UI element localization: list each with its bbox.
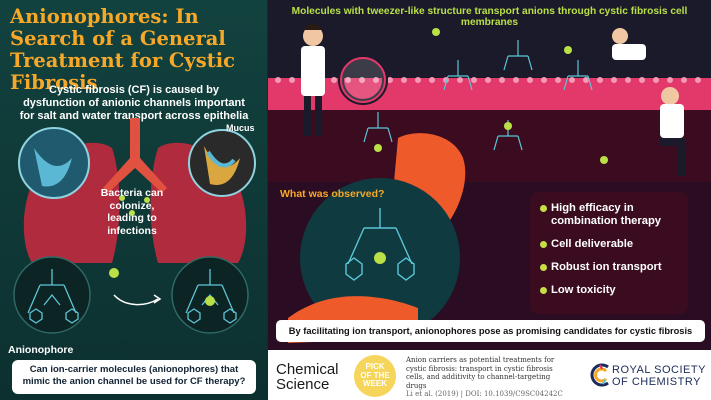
observed-heading: What was observed? (280, 188, 385, 200)
bullet-icon (540, 241, 547, 248)
scientist-left-illustration (301, 24, 325, 136)
molecule-structure-left (27, 269, 79, 324)
left-panel: Anionophores: In Search of a General Tre… (0, 0, 267, 400)
result-item: High efficacy in combination therapy (540, 202, 682, 228)
result-item: Low toxicity (540, 284, 682, 297)
membrane-scene: Molecules with tweezer-like structure tr… (268, 0, 711, 182)
anion-ions (374, 28, 608, 164)
article-reference[interactable]: Anion carriers as potential treatments f… (406, 356, 566, 399)
bullet-icon (540, 205, 547, 212)
bound-anion-ion (205, 296, 215, 306)
anion-ion (109, 268, 119, 278)
scientist-kneeling-illustration (660, 87, 686, 176)
result-item: Robust ion transport (540, 261, 682, 274)
pick-of-the-week-badge: PICK OF THE WEEK (354, 355, 396, 397)
page-title: Anionophores: In Search of a General Tre… (10, 5, 236, 94)
result-item: Cell deliverable (540, 238, 682, 251)
article-title: Anion carriers as potential treatments f… (406, 356, 555, 390)
membrane-illustration (268, 0, 711, 182)
rsc-logo[interactable]: ROYAL SOCIETY OF CHEMISTRY (590, 360, 708, 392)
arrow-icon (113, 294, 159, 306)
results-box: High efficacy in combination therapy Cel… (530, 192, 688, 314)
mucus-label: Mucus (226, 123, 255, 133)
article-authors: Li et al. (2019) (406, 390, 459, 398)
lungs-illustration (18, 118, 256, 263)
right-panel: Molecules with tweezer-like structure tr… (268, 0, 711, 400)
bullet-icon (540, 287, 547, 294)
anionophore-label: Anionophore (8, 344, 74, 356)
trachea-shape (103, 118, 167, 193)
article-doi: DOI: 10.1039/C9SC04242C (465, 390, 563, 398)
top-caption: Molecules with tweezer-like structure tr… (291, 6, 688, 28)
strong-arm-illustration (288, 133, 466, 343)
conclusion-banner: By facilitating ion transport, anionopho… (276, 320, 705, 358)
molecule-structure-right (185, 269, 237, 324)
bullet-icon (540, 264, 547, 271)
bacteria-text: Bacteria can colonize, leading to infect… (100, 187, 164, 237)
rsc-icon (590, 363, 609, 387)
airway-zoom-left (18, 127, 90, 199)
airway-zoom-right (188, 129, 256, 197)
scientist-top-right-illustration (612, 28, 646, 60)
molecule-diagram (13, 256, 249, 334)
journal-logo[interactable]: Chemical Science (276, 361, 339, 393)
intro-text: Cystic fibrosis (CF) is caused by dysfun… (19, 84, 249, 122)
footer: Chemical Science PICK OF THE WEEK Anion … (268, 350, 711, 400)
question-box: Can ion-carrier molecules (anionophores)… (12, 360, 256, 394)
